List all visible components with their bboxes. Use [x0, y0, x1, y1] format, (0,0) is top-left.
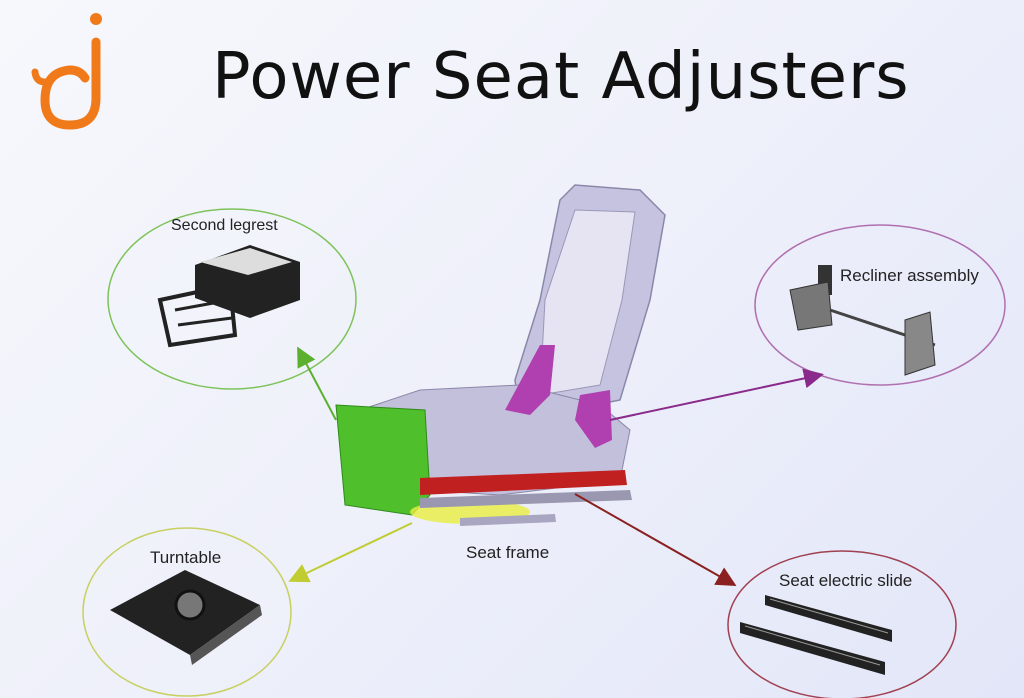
turntable-arrow	[288, 522, 413, 583]
turntable-image	[110, 570, 262, 665]
slide-image	[740, 595, 892, 675]
legrest-arrow	[297, 346, 337, 421]
recliner-image	[789, 265, 936, 376]
label-seat-frame: Seat frame	[466, 543, 550, 562]
label-recliner-assembly: Recliner assembly	[840, 266, 979, 285]
recliner-callout	[754, 224, 1006, 386]
seat-frame-image	[335, 184, 666, 526]
turntable-callout	[82, 527, 292, 697]
logo	[31, 13, 102, 130]
label-seat-electric-slide: Seat electric slide	[779, 571, 913, 590]
legrest-image	[157, 245, 300, 348]
legrest-callout	[107, 208, 357, 390]
page-title: Power Seat Adjusters	[212, 40, 910, 114]
slide-callout	[727, 550, 957, 698]
slide-arrow	[574, 493, 737, 586]
recliner-arrow	[609, 368, 824, 421]
label-second-legrest: Second legrest	[171, 217, 278, 234]
label-turntable: Turntable	[150, 548, 222, 567]
